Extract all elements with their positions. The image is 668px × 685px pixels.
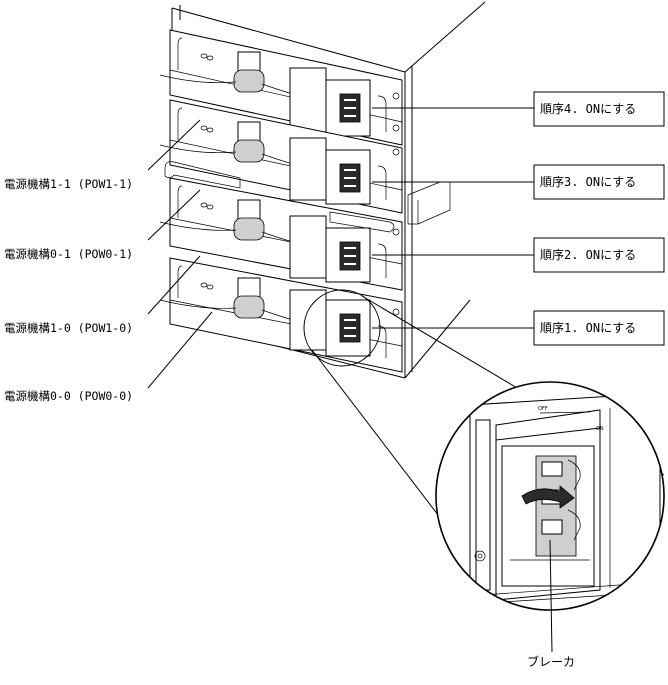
step-1-box (533, 310, 665, 346)
step-4-text: 順序4. ONにする (540, 101, 636, 116)
label-pow1-0: 電源機構1-0 (POW1-0) (4, 321, 133, 335)
breaker-label: ブレーカ (527, 654, 575, 669)
left-leaders (147, 119, 213, 389)
power-unit-1-0 (159, 177, 403, 291)
step-2-text: 順序2. ONにする (540, 247, 636, 262)
switch-on-mark: ON (596, 426, 604, 432)
power-unit-0-1 (159, 99, 451, 225)
power-unit-1-1 (159, 29, 403, 146)
switch-off-mark: OFF (538, 406, 548, 412)
step-3-text: 順序3. ONにする (540, 174, 636, 189)
step-3-box (533, 164, 665, 200)
step-1-text: 順序1. ONにする (540, 320, 636, 335)
magnified-breaker: OFF ON (436, 382, 664, 610)
step-2-box (533, 237, 665, 273)
step-leaders (372, 107, 534, 329)
breaker-leader (549, 539, 553, 653)
step-4-box (533, 91, 665, 127)
zoom-circle (435, 381, 665, 611)
label-pow0-0: 電源機構0-0 (POW0-0) (4, 389, 133, 403)
label-pow0-1: 電源機構0-1 (POW0-1) (4, 247, 133, 261)
label-pow1-1: 電源機構1-1 (POW1-1) (4, 177, 133, 191)
